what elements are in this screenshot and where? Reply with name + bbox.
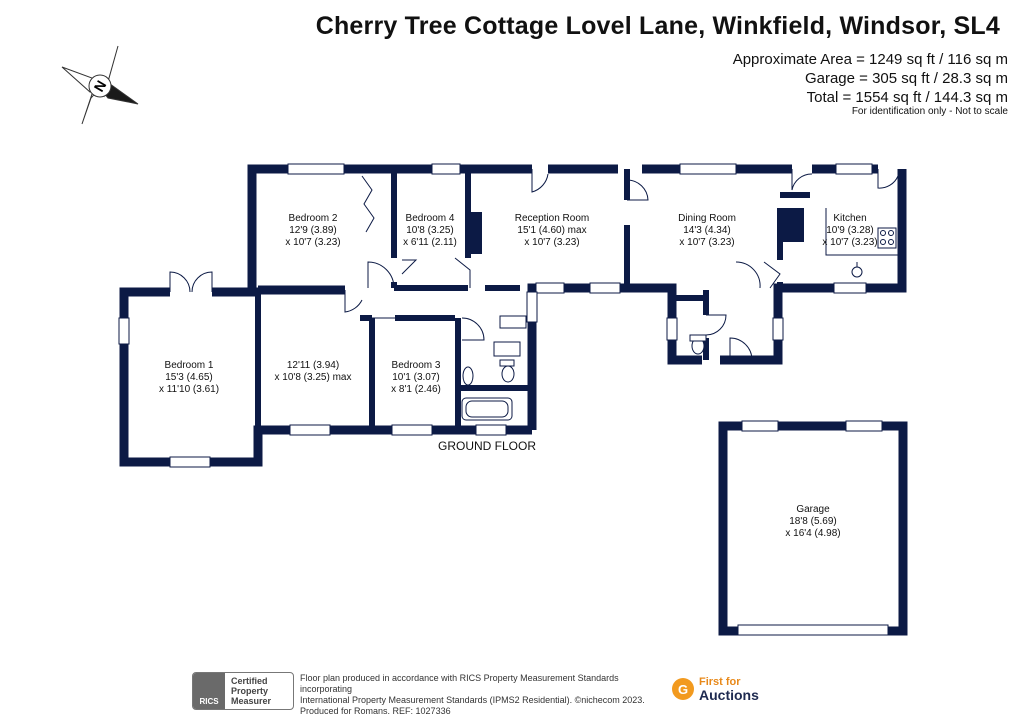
svg-text:x 6'11 (2.11): x 6'11 (2.11) (403, 237, 457, 248)
svg-text:10'8 (3.25): 10'8 (3.25) (406, 225, 454, 236)
rics-text: Certified Property Measurer (231, 676, 272, 706)
interior-walls (255, 169, 810, 430)
auctions-line-2: Auctions (699, 687, 759, 703)
svg-text:12'9 (3.89): 12'9 (3.89) (289, 225, 337, 236)
room-kitchen: Kitchen 10'9 (3.28) x 10'7 (3.23) (822, 213, 877, 248)
svg-text:Bedroom 3: Bedroom 3 (392, 360, 441, 371)
svg-text:10'9 (3.28): 10'9 (3.28) (826, 225, 874, 236)
svg-text:x 10'7 (3.23): x 10'7 (3.23) (679, 237, 734, 248)
kitchen-fittings (825, 208, 898, 278)
first-for-auctions-logo: G First for Auctions (672, 676, 759, 702)
svg-text:Kitchen: Kitchen (833, 213, 866, 224)
svg-text:Bedroom 1: Bedroom 1 (165, 360, 214, 371)
auctions-logo-icon: G (672, 678, 694, 700)
garage-area: Garage = 305 sq ft / 28.3 sq m (804, 70, 1008, 87)
svg-text:15'1 (4.60) max: 15'1 (4.60) max (517, 225, 586, 236)
rics-badge: RICS (193, 673, 225, 709)
svg-text:x 10'7 (3.23): x 10'7 (3.23) (822, 237, 877, 248)
svg-text:x 10'7 (3.23): x 10'7 (3.23) (285, 237, 340, 248)
svg-text:12'11 (3.94): 12'11 (3.94) (287, 360, 339, 371)
room-bedroom-2: Bedroom 2 12'9 (3.89) x 10'7 (3.23) (285, 213, 340, 248)
approximate-area: Approximate Area = 1249 sq ft / 116 sq m (732, 51, 1008, 68)
svg-text:Reception Room: Reception Room (515, 213, 589, 224)
auctions-line-1: First for (699, 676, 741, 688)
svg-text:x 16'4 (4.98): x 16'4 (4.98) (785, 528, 840, 539)
svg-text:18'8 (5.69): 18'8 (5.69) (789, 516, 837, 527)
windows (118, 163, 873, 468)
total-area: Total = 1554 sq ft / 144.3 sq m (806, 89, 1008, 106)
svg-text:Dining Room: Dining Room (678, 213, 736, 224)
bathroom-fittings (461, 315, 707, 421)
floor-label: GROUND FLOOR (438, 439, 536, 453)
disclaimer: For identification only - Not to scale (851, 106, 1008, 117)
svg-text:14'3 (4.34): 14'3 (4.34) (683, 225, 731, 236)
property-title: Cherry Tree Cottage Lovel Lane, Winkfiel… (315, 12, 1000, 40)
garage-walls (718, 420, 908, 636)
footer-notice: Floor plan produced in accordance with R… (300, 673, 645, 716)
svg-text:10'1 (3.07): 10'1 (3.07) (392, 372, 440, 383)
svg-text:x 8'1 (2.46): x 8'1 (2.46) (391, 384, 441, 395)
room-bedroom-1: Bedroom 1 15'3 (4.65) x 11'10 (3.61) (159, 360, 219, 395)
area-summary: Approximate Area = 1249 sq ft / 116 sq m… (733, 50, 1008, 107)
cupboards (470, 208, 804, 254)
room-bedroom-3: Bedroom 3 10'1 (3.07) x 8'1 (2.46) (391, 360, 441, 395)
door-swings (169, 169, 899, 361)
room-bedroom-4: Bedroom 4 10'8 (3.25) x 6'11 (2.11) (403, 213, 457, 248)
svg-text:Bedroom 2: Bedroom 2 (289, 213, 338, 224)
svg-text:15'3 (4.65): 15'3 (4.65) (165, 372, 213, 383)
svg-text:Garage: Garage (796, 504, 830, 515)
svg-text:x 10'8 (3.25) max: x 10'8 (3.25) max (275, 372, 352, 383)
room-reception: Reception Room 15'1 (4.60) max x 10'7 (3… (515, 213, 589, 248)
room-unnamed: 12'11 (3.94) x 10'8 (3.25) max (275, 360, 352, 383)
svg-text:x 11'10 (3.61): x 11'10 (3.61) (159, 384, 219, 395)
compass-icon: N (61, 45, 139, 125)
room-garage: Garage 18'8 (5.69) x 16'4 (4.98) (785, 504, 840, 539)
rics-certified-logo: RICS Certified Property Measurer (192, 672, 294, 710)
room-dining: Dining Room 14'3 (4.34) x 10'7 (3.23) (678, 213, 736, 248)
svg-text:x 10'7 (3.23): x 10'7 (3.23) (524, 237, 579, 248)
svg-text:Bedroom 4: Bedroom 4 (406, 213, 455, 224)
